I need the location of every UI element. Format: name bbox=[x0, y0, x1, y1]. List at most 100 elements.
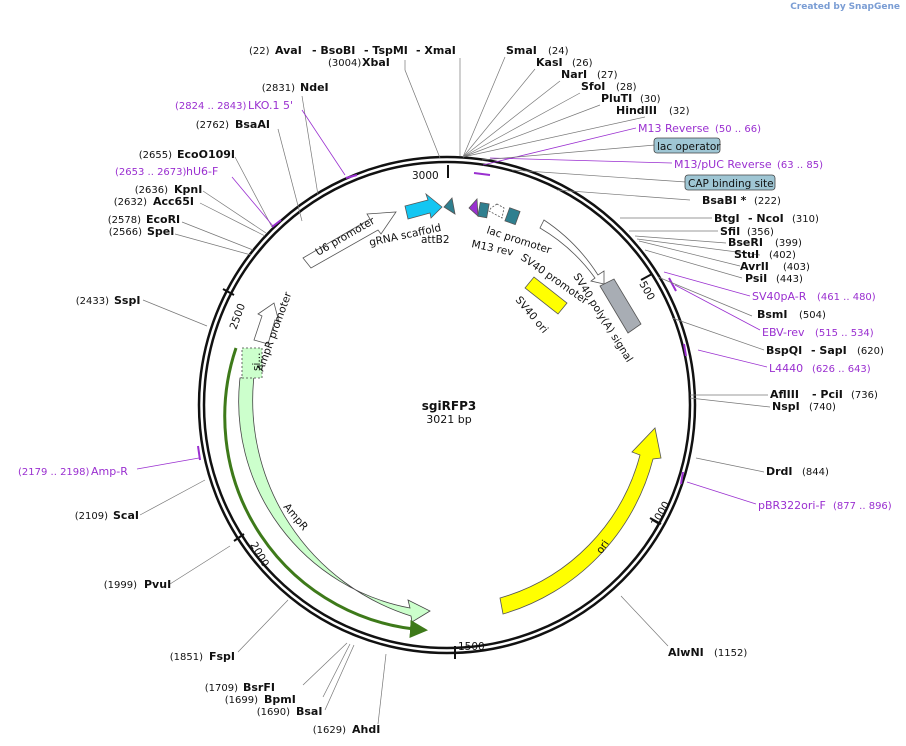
enzyme-pos: (1690) bbox=[257, 707, 290, 718]
enzyme-pos: (2762) bbox=[196, 120, 229, 131]
cap-binding-box-label: CAP binding site bbox=[688, 178, 774, 190]
enzyme-label: SpeI bbox=[147, 225, 174, 238]
lac-operator-box-label: lac operator bbox=[657, 141, 721, 153]
enzyme-pos: (3004) bbox=[328, 58, 361, 69]
enzyme-pos: (356) bbox=[747, 227, 774, 238]
enzyme-pos: (222) bbox=[754, 196, 781, 207]
enzyme-label: BsaI bbox=[296, 705, 322, 718]
enzyme-pos: (28) bbox=[616, 82, 637, 93]
primer-leaders bbox=[136, 109, 768, 505]
leader-lines bbox=[139, 56, 771, 725]
enzyme-label: BsrFI bbox=[243, 681, 275, 694]
enzyme-label: AlwNI bbox=[668, 646, 704, 659]
enzyme-pos: (443) bbox=[776, 274, 803, 285]
enzyme-pos: (2433) bbox=[76, 296, 109, 307]
enzyme-pos: (1152) bbox=[714, 648, 747, 659]
enzyme-label: HindIII bbox=[616, 104, 657, 117]
sv40-polya-feature bbox=[599, 278, 642, 334]
sv40-promoter-feature bbox=[539, 219, 605, 285]
primer-label: M13 Reverse bbox=[638, 122, 709, 135]
enzyme-pos: (32) bbox=[669, 106, 690, 117]
enzyme-pos: (740) bbox=[809, 402, 836, 413]
sv40-ori-feature bbox=[524, 276, 568, 315]
enzyme-label: StuI bbox=[734, 248, 759, 261]
enzyme-label: BspQI bbox=[766, 344, 802, 357]
enzyme-pos: (1709) bbox=[205, 683, 238, 694]
enzyme-label: AflIII bbox=[770, 388, 799, 401]
enzyme-label: SfoI bbox=[581, 80, 605, 93]
enzyme-label: BtgI bbox=[714, 212, 740, 225]
enzyme-pos: (402) bbox=[769, 250, 796, 261]
enzyme-pos: (1851) bbox=[170, 652, 203, 663]
enzyme-pos: (2566) bbox=[109, 227, 142, 238]
si-label: si... bbox=[251, 353, 263, 371]
enzyme-pos: (504) bbox=[799, 310, 826, 321]
plasmid-name: sgiRFP3 bbox=[422, 399, 476, 413]
enzyme-pos: (1699) bbox=[225, 695, 258, 706]
enzyme-label: KpnI bbox=[174, 183, 202, 196]
enzyme-pos: (30) bbox=[640, 94, 661, 105]
tick-2500: 2500 bbox=[228, 302, 248, 331]
ampr-feature bbox=[238, 375, 431, 623]
enzyme-label: SspI bbox=[114, 294, 140, 307]
attb2-label: attB2 bbox=[421, 234, 450, 246]
u6-promoter-feature bbox=[302, 211, 397, 269]
enzyme-label: BseRI bbox=[728, 236, 763, 249]
enzyme-label: DrdI bbox=[766, 465, 793, 478]
enzymes-right: SmaI (24) KasI (26) NarI (27) SfoI (28) … bbox=[506, 44, 884, 659]
m13-rev-feature bbox=[468, 198, 479, 217]
enzyme-label: - XmaI bbox=[416, 44, 456, 57]
enzyme-pos: (1999) bbox=[104, 580, 137, 591]
enzyme-label: BsaBI * bbox=[702, 194, 747, 207]
enzyme-label: - SapI bbox=[811, 344, 847, 357]
tick-500: 500 bbox=[636, 279, 656, 302]
primer-range: (626 .. 643) bbox=[812, 364, 871, 375]
enzyme-pos: (1629) bbox=[313, 725, 346, 736]
lac-operator-callout: lac operator bbox=[481, 137, 721, 161]
enzyme-pos: (2655) bbox=[139, 150, 172, 161]
enzyme-label: - NcoI bbox=[748, 212, 784, 225]
enzyme-label: SmaI bbox=[506, 44, 537, 57]
enzyme-pos: (2109) bbox=[75, 511, 108, 522]
enzyme-label: Acc65I bbox=[153, 195, 194, 208]
primer-range: (877 .. 896) bbox=[833, 501, 892, 512]
enzyme-pos: (844) bbox=[802, 467, 829, 478]
enzymes-top: (22) AvaI - BsoBI - TspMI - XmaI (3004) … bbox=[249, 44, 456, 69]
primer-range: (515 .. 534) bbox=[815, 328, 874, 339]
enzyme-label: NspI bbox=[772, 400, 800, 413]
enzyme-label: NdeI bbox=[300, 81, 329, 94]
enzyme-label: FspI bbox=[209, 650, 235, 663]
cap-binding-site-feature bbox=[504, 207, 521, 226]
primer-range: (2824 .. 2843) bbox=[175, 101, 247, 112]
enzyme-label: ScaI bbox=[113, 509, 139, 522]
enzyme-pos: (2578) bbox=[108, 215, 141, 226]
enzyme-pos: (403) bbox=[783, 262, 810, 273]
grna-scaffold-feature bbox=[404, 192, 443, 220]
signal-sequence-feature bbox=[241, 347, 263, 379]
tick-1500: 1500 bbox=[458, 641, 485, 653]
primer-label: M13/pUC Reverse bbox=[674, 158, 772, 171]
enzyme-label: PvuI bbox=[144, 578, 171, 591]
credit-brand: SnapGene bbox=[848, 2, 900, 12]
enzyme-pos: (2636) bbox=[135, 185, 168, 196]
enzyme-label: KasI bbox=[536, 56, 563, 69]
enzyme-pos: (26) bbox=[572, 58, 593, 69]
credit-prefix: Created by bbox=[790, 2, 846, 12]
enzyme-pos: (2632) bbox=[114, 197, 147, 208]
backbone bbox=[197, 155, 697, 655]
tick-3000: 3000 bbox=[412, 170, 439, 182]
primer-range: (50 .. 66) bbox=[715, 124, 761, 135]
enzyme-pos: (620) bbox=[857, 346, 884, 357]
enzyme-pos: (27) bbox=[597, 70, 618, 81]
enzyme-label: SfiI bbox=[720, 225, 740, 238]
enzyme-label: XbaI bbox=[362, 56, 390, 69]
enzyme-pos: (736) bbox=[851, 390, 878, 401]
primer-label: hU6-F bbox=[186, 165, 218, 178]
ampr-promoter-feature bbox=[253, 302, 280, 345]
enzyme-pos: (24) bbox=[548, 46, 569, 57]
enzyme-label: PluTI bbox=[601, 92, 632, 105]
enzyme-label: AvaI bbox=[275, 44, 302, 57]
primers: M13 Reverse (50 .. 66) M13/pUC Reverse (… bbox=[18, 99, 892, 512]
ori-feature bbox=[499, 427, 662, 615]
attb2-feature bbox=[443, 197, 456, 215]
